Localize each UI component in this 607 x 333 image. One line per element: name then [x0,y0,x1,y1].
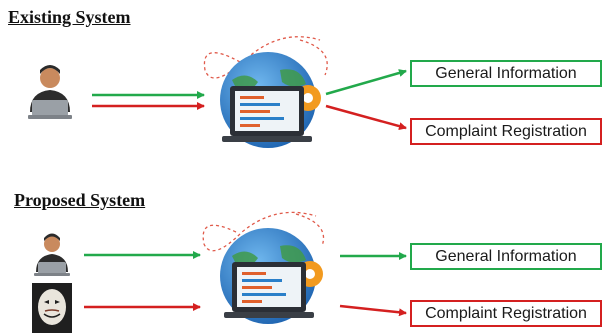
arrow-server-to-general-info [325,69,407,96]
general-information-box-proposed: General Information [410,243,602,270]
existing-system-heading: Existing System [8,7,131,27]
proposed-system-heading: Proposed System [14,190,146,210]
arrow-server-to-complaint [325,104,407,131]
complaint-registration-box: Complaint Registration [410,118,602,145]
globe-laptop-gear-icon [203,36,328,148]
arrow-server-to-complaint-proposed [339,304,407,317]
general-information-box: General Information [410,60,602,87]
globe-laptop-gear-icon-proposed [202,211,325,324]
anonymous-mask-icon [32,283,72,333]
person-laptop-icon [28,65,72,119]
complaint-registration-box-proposed: Complaint Registration [410,300,602,327]
person-laptop-icon-proposed [34,233,70,276]
